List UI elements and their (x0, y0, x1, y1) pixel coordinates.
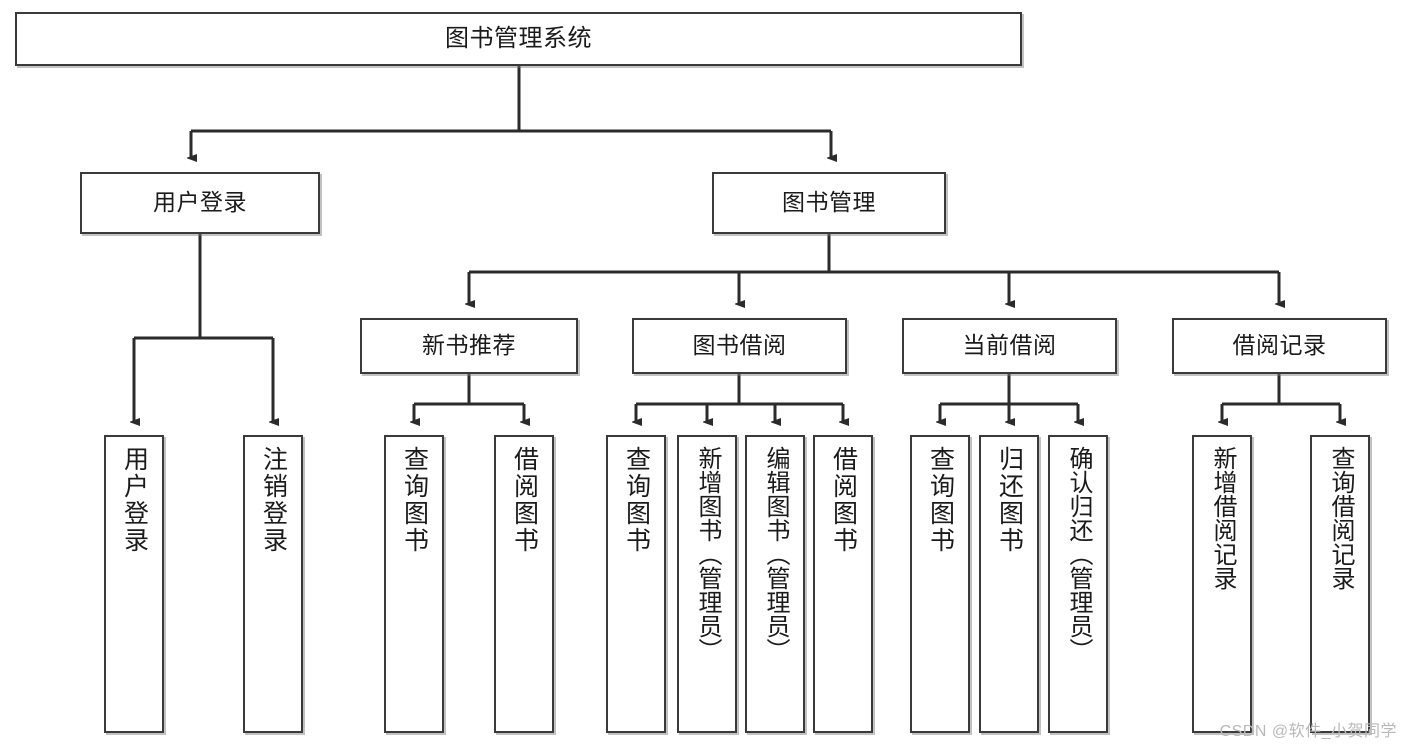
leaf-edit-book-admin[interactable]: 编辑图书（管理员） (745, 435, 805, 733)
leaf-return-book[interactable]: 归还图书 (979, 435, 1039, 733)
node-label: 图书借阅 (692, 332, 787, 359)
node-label: 确认归还（管理员） (1065, 446, 1092, 662)
watermark-text: CSDN @软件_小贺同学 (1219, 723, 1397, 740)
leaf-query-book-borrow[interactable]: 查询图书 (606, 435, 666, 733)
node-label: 当前借阅 (962, 332, 1057, 359)
node-label: 编辑图书（管理员） (762, 446, 789, 662)
node-label: 新增借阅记录 (1209, 446, 1236, 590)
node-label: 借阅图书 (829, 446, 858, 554)
node-label: 查询借阅记录 (1327, 446, 1354, 590)
node-label: 查询图书 (622, 446, 651, 554)
leaf-confirm-return-admin[interactable]: 确认归还（管理员） (1048, 435, 1108, 733)
node-label: 用户登录 (153, 189, 247, 216)
node-user-login[interactable]: 用户登录 (80, 172, 320, 234)
node-book-management[interactable]: 图书管理 (712, 172, 946, 234)
node-root-book-management-system[interactable]: 图书管理系统 (15, 12, 1022, 66)
node-label: 图书管理 (782, 189, 876, 216)
leaf-add-book-admin[interactable]: 新增图书（管理员） (677, 435, 737, 733)
node-new-book-recommend[interactable]: 新书推荐 (360, 318, 578, 374)
node-label: 归还图书 (995, 446, 1024, 554)
leaf-query-book-current[interactable]: 查询图书 (910, 435, 970, 733)
leaf-add-borrow-record[interactable]: 新增借阅记录 (1192, 435, 1252, 733)
node-current-borrow[interactable]: 当前借阅 (902, 318, 1117, 374)
node-borrow-record[interactable]: 借阅记录 (1172, 318, 1387, 374)
node-label: 注销登录 (259, 446, 288, 554)
node-label: 用户登录 (120, 446, 149, 554)
leaf-query-book-recommend[interactable]: 查询图书 (384, 435, 444, 733)
node-label: 借阅图书 (510, 446, 539, 554)
leaf-borrow-book[interactable]: 借阅图书 (813, 435, 873, 733)
node-label: 新书推荐 (422, 332, 516, 359)
leaf-borrow-book-recommend[interactable]: 借阅图书 (494, 435, 554, 733)
node-label: 图书管理系统 (445, 24, 592, 52)
node-book-borrow[interactable]: 图书借阅 (632, 318, 847, 374)
leaf-query-borrow-record[interactable]: 查询借阅记录 (1310, 435, 1370, 733)
node-label: 查询图书 (926, 446, 955, 554)
node-label: 查询图书 (400, 446, 429, 554)
leaf-user-login[interactable]: 用户登录 (104, 435, 164, 733)
node-label: 借阅记录 (1232, 332, 1327, 359)
leaf-logout[interactable]: 注销登录 (243, 435, 303, 733)
node-label: 新增图书（管理员） (694, 446, 721, 662)
